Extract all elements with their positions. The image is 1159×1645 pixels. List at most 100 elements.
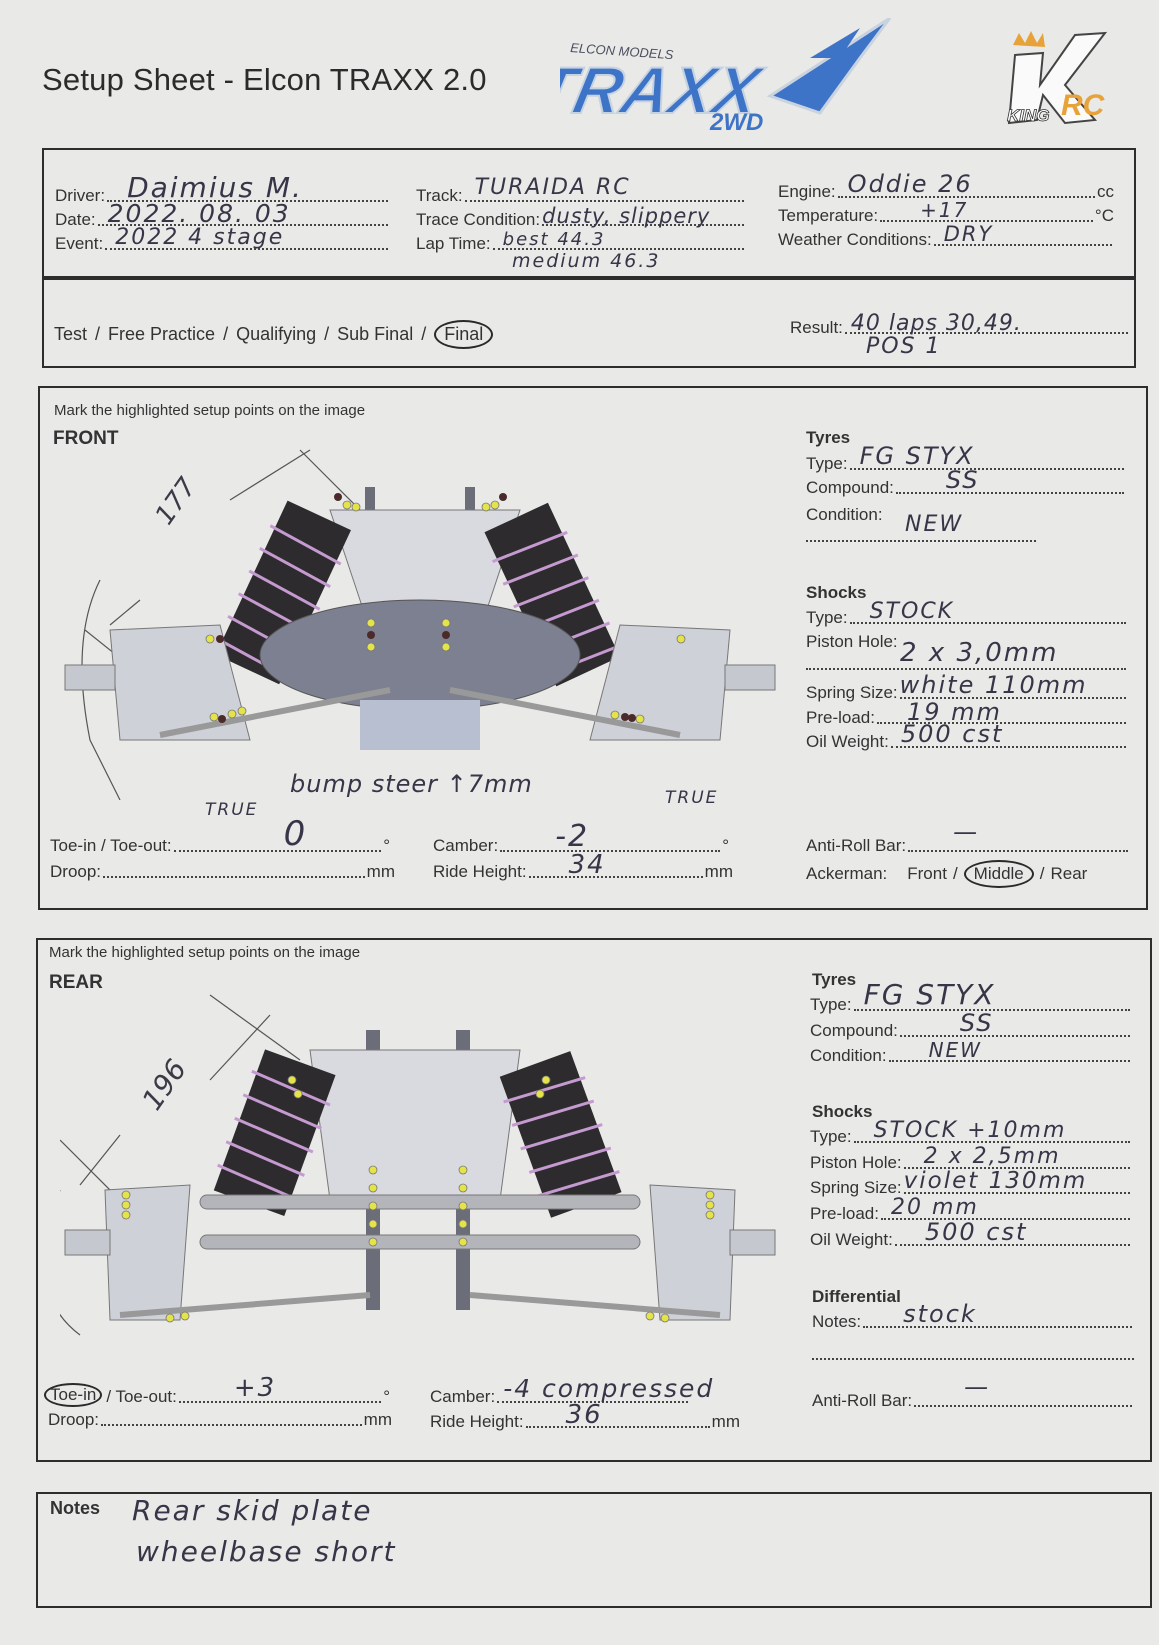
rear-angle-annotation: 196	[135, 1053, 193, 1116]
king-text: KING	[1007, 106, 1050, 125]
track-label: Track:	[416, 186, 463, 205]
front-oil-weight-field[interactable]: Oil Weight: 500 cst	[806, 720, 1128, 752]
notes-box	[36, 1492, 1152, 1608]
session-free-practice[interactable]: Free Practice	[108, 324, 216, 344]
result-label: Result:	[790, 318, 843, 337]
front-tyre-condition-field[interactable]	[806, 540, 1036, 542]
front-suspension-diagram[interactable]: 177	[60, 440, 780, 801]
rear-piston-hole-field[interactable]: Piston Hole: 2 x 2,5mm	[810, 1144, 1132, 1173]
true-left-annotation: TRUE	[205, 800, 259, 820]
event-label: Event:	[55, 234, 104, 253]
true-right-annotation: TRUE	[665, 788, 719, 808]
rear-anti-roll-bar-field[interactable]: Anti-Roll Bar: —	[812, 1373, 1134, 1411]
rear-heading: REAR	[49, 972, 103, 993]
ackerman-rear[interactable]: Rear	[1050, 864, 1088, 883]
session-box	[42, 278, 1136, 368]
ackerman-front[interactable]: Front	[907, 864, 947, 883]
event-field[interactable]: Event: 2022 4 stage	[55, 225, 390, 254]
rear-droop-field[interactable]: Droop: mm	[48, 1410, 392, 1429]
front-ride-height-field[interactable]: Ride Height: 34 mm	[433, 850, 733, 881]
engine-value: Oddie 26	[847, 170, 973, 198]
front-preload-value: 19 mm	[906, 698, 1002, 726]
rear-camber-field[interactable]: Camber: -4 compressed	[430, 1374, 715, 1406]
rear-preload-field[interactable]: Pre-load: 20 mm	[810, 1195, 1132, 1224]
front-tyre-type-field[interactable]: Type: FG STYX	[806, 442, 1126, 474]
front-shock-type-field[interactable]: Type: STOCK	[806, 599, 1128, 628]
front-spring-size-field[interactable]: Spring Size: white 110mm	[806, 671, 1128, 703]
rear-suspension-diagram[interactable]: 196	[43, 990, 780, 1340]
rear-tyre-condition-value: NEW	[928, 1038, 982, 1062]
differential-heading: Differential	[812, 1287, 901, 1306]
result-field[interactable]: Result: 40 laps 30,49.	[790, 311, 1130, 338]
front-camber-value: -2	[555, 819, 590, 854]
trace-condition-field[interactable]: Trace Condition: dusty, slippery	[416, 204, 746, 230]
temperature-label: Temperature:	[778, 206, 879, 225]
rear-tyre-compound-value: SS	[959, 1009, 994, 1037]
front-anti-roll-bar-value: —	[953, 818, 980, 846]
weather-field[interactable]: Weather Conditions: DRY	[778, 222, 1114, 250]
rear-oil-weight-value: 500 cst	[924, 1218, 1028, 1246]
traxx-text: TRAXX	[560, 55, 769, 128]
front-piston-hole-label: Piston Hole:	[806, 632, 898, 651]
page-title: Setup Sheet - Elcon TRAXX 2.0	[42, 62, 487, 97]
trace-condition-label: Trace Condition:	[416, 210, 541, 229]
front-tyre-condition-value: NEW	[905, 512, 964, 537]
2wd-text: 2WD	[709, 109, 763, 136]
front-anti-roll-bar-field[interactable]: Anti-Roll Bar: —	[806, 818, 1130, 856]
notes-line-1[interactable]: Rear skid plate	[132, 1494, 373, 1527]
front-camber-field[interactable]: Camber: -2 °	[433, 819, 729, 855]
temperature-field[interactable]: Temperature: +17 °C	[778, 198, 1114, 226]
rear-shock-type-value: STOCK +10mm	[873, 1118, 1067, 1143]
differential-notes-line2[interactable]	[812, 1358, 1134, 1360]
differential-notes-field[interactable]: Notes: stock	[812, 1300, 1134, 1332]
engine-label: Engine:	[778, 182, 836, 201]
front-toe-field[interactable]: Toe-in / Toe-out: 0 °	[50, 814, 390, 855]
notes-line-2[interactable]: wheelbase short	[136, 1535, 397, 1568]
ackerman-middle-selected[interactable]: Middle	[963, 860, 1034, 888]
rear-tyre-condition-field[interactable]: Condition: NEW	[810, 1038, 1132, 1066]
bump-steer-annotation: bump steer ↑7mm	[290, 770, 533, 798]
front-piston-hole-field[interactable]	[806, 668, 1126, 670]
front-heading: FRONT	[53, 428, 119, 449]
session-qualifying[interactable]: Qualifying	[236, 324, 317, 344]
engine-field[interactable]: Engine: Oddie 26 cc	[778, 170, 1114, 202]
event-info-box	[42, 148, 1136, 278]
front-preload-field[interactable]: Pre-load: 19 mm	[806, 698, 1128, 728]
event-value: 2022 4 stage	[115, 225, 285, 250]
rear-oil-weight-field[interactable]: Oil Weight: 500 cst	[810, 1218, 1132, 1250]
rc-text: RC	[1061, 89, 1106, 122]
elcon-models-text: ELCON MODELS	[570, 40, 674, 62]
rear-tyre-type-field[interactable]: Type: FG STYX	[810, 978, 1132, 1015]
date-field[interactable]: Date: 2022. 08. 03	[55, 199, 390, 230]
rear-shock-type-field[interactable]: Type: STOCK +10mm	[810, 1118, 1132, 1147]
session-test[interactable]: Test	[54, 324, 88, 344]
rear-setup-box	[36, 938, 1152, 1462]
session-options: Test/ Free Practice/ Qualifying/ Sub Fin…	[54, 320, 494, 349]
front-toe-value: 0	[283, 814, 308, 854]
lap-time-field[interactable]: Lap Time: best 44.3	[416, 229, 746, 254]
engine-unit: cc	[1097, 182, 1114, 201]
front-ackerman-field: Ackerman: Front/ Middle/ Rear	[806, 860, 1087, 888]
rear-toe-in-selected[interactable]: Toe-in	[44, 1383, 103, 1407]
front-instruction: Mark the highlighted setup points on the…	[54, 402, 366, 419]
session-sub-final[interactable]: Sub Final	[337, 324, 414, 344]
front-tyre-compound-field[interactable]: Compound: SS	[806, 466, 1126, 498]
driver-field[interactable]: Driver: Daimius M.	[55, 171, 390, 206]
rear-toe-field[interactable]: Toe-in / Toe-out: +3 °	[44, 1373, 390, 1407]
front-tyres-heading: Tyres	[806, 428, 851, 447]
front-droop-field[interactable]: Droop: mm	[50, 862, 395, 881]
session-final-selected[interactable]: Final	[434, 320, 494, 349]
lap-time-medium-value: medium 46.3	[512, 250, 661, 272]
rear-spring-size-field[interactable]: Spring Size: violet 130mm	[810, 1168, 1132, 1198]
rear-tyre-compound-field[interactable]: Compound: SS	[810, 1009, 1132, 1041]
driver-label: Driver:	[55, 186, 106, 205]
track-field[interactable]: Track: TURAIDA RC	[416, 175, 746, 206]
rear-ride-height-field[interactable]: Ride Height: 36 mm	[430, 1400, 740, 1431]
rear-tyres-heading: Tyres	[812, 970, 857, 989]
front-tyre-condition-label: Condition:	[806, 505, 883, 524]
result-position: POS 1	[866, 334, 942, 359]
front-shocks-heading: Shocks	[806, 583, 867, 602]
rear-tyre-type-value: FG STYX	[863, 978, 996, 1011]
front-angle-annotation: 177	[150, 472, 203, 530]
front-shock-type-value: STOCK	[869, 599, 955, 624]
